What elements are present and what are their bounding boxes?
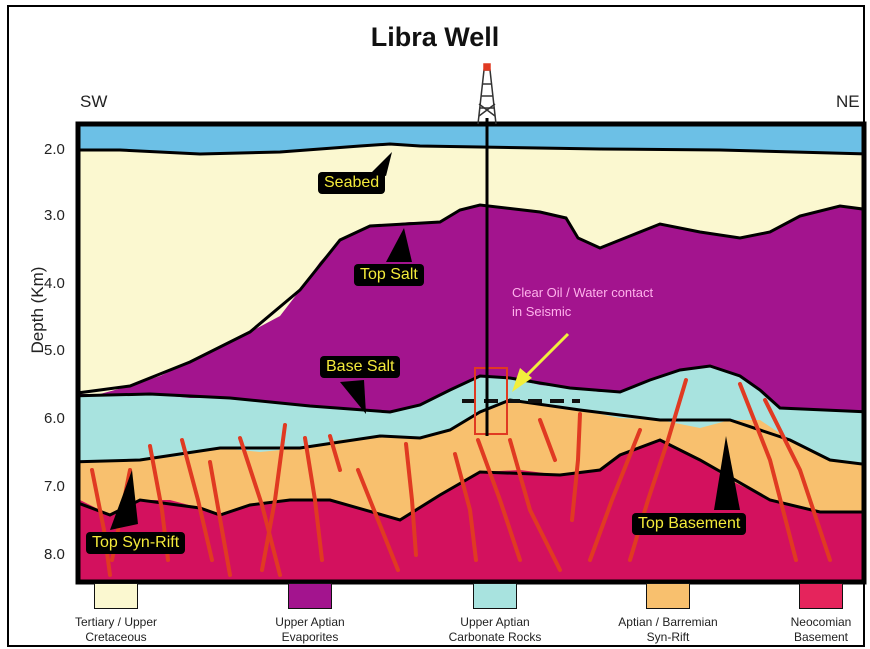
- legend-label-line1: Upper Aptian: [240, 615, 380, 630]
- legend-evaporites: Upper Aptian Evaporites: [240, 583, 380, 645]
- legend-swatch: [799, 583, 843, 609]
- legend-basement: Neocomian Basement: [751, 583, 870, 645]
- callout-top-synrift: Top Syn-Rift: [86, 532, 185, 554]
- y-tick-7: 7.0: [44, 478, 84, 495]
- callout-seabed: Seabed: [318, 172, 385, 194]
- y-tick-8: 8.0: [44, 546, 84, 563]
- legend-swatch: [288, 583, 332, 609]
- drilling-rig-icon: [478, 64, 496, 124]
- figure-title: Libra Well: [0, 22, 870, 53]
- legend-carbonate: Upper Aptian Carbonate Rocks: [425, 583, 565, 645]
- callout-base-salt: Base Salt: [320, 356, 400, 378]
- legend-label-line1: Neocomian: [751, 615, 870, 630]
- legend-label-line1: Tertiary / Upper: [46, 615, 186, 630]
- legend-label-line2: Cretaceous: [46, 630, 186, 645]
- legend-swatch: [94, 583, 138, 609]
- direction-sw: SW: [80, 92, 107, 112]
- y-tick-6: 6.0: [44, 410, 84, 427]
- callout-top-basement: Top Basement: [632, 513, 746, 535]
- legend-label-line1: Upper Aptian: [425, 615, 565, 630]
- legend-label-line2: Syn-Rift: [598, 630, 738, 645]
- legend-label-line1: Aptian / Barremian: [598, 615, 738, 630]
- y-tick-3: 3.0: [44, 207, 84, 224]
- legend-label-line2: Basement: [751, 630, 870, 645]
- y-tick-4: 4.0: [44, 275, 84, 292]
- legend-tertiary: Tertiary / Upper Cretaceous: [46, 583, 186, 645]
- y-tick-5: 5.0: [44, 342, 84, 359]
- oil-water-annotation: Clear Oil / Water contact in Seismic: [512, 283, 722, 321]
- legend-label-line2: Carbonate Rocks: [425, 630, 565, 645]
- y-axis-label: Depth (Km): [28, 260, 48, 360]
- y-tick-2: 2.0: [44, 141, 84, 158]
- legend-synrift: Aptian / Barremian Syn-Rift: [598, 583, 738, 645]
- legend-swatch: [646, 583, 690, 609]
- legend-label-line2: Evaporites: [240, 630, 380, 645]
- cross-section-layers: [70, 120, 870, 590]
- legend-swatch: [473, 583, 517, 609]
- callout-top-salt: Top Salt: [354, 264, 424, 286]
- direction-ne: NE: [836, 92, 860, 112]
- annotation-line-1: Clear Oil / Water contact: [512, 283, 722, 302]
- annotation-line-2: in Seismic: [512, 302, 722, 321]
